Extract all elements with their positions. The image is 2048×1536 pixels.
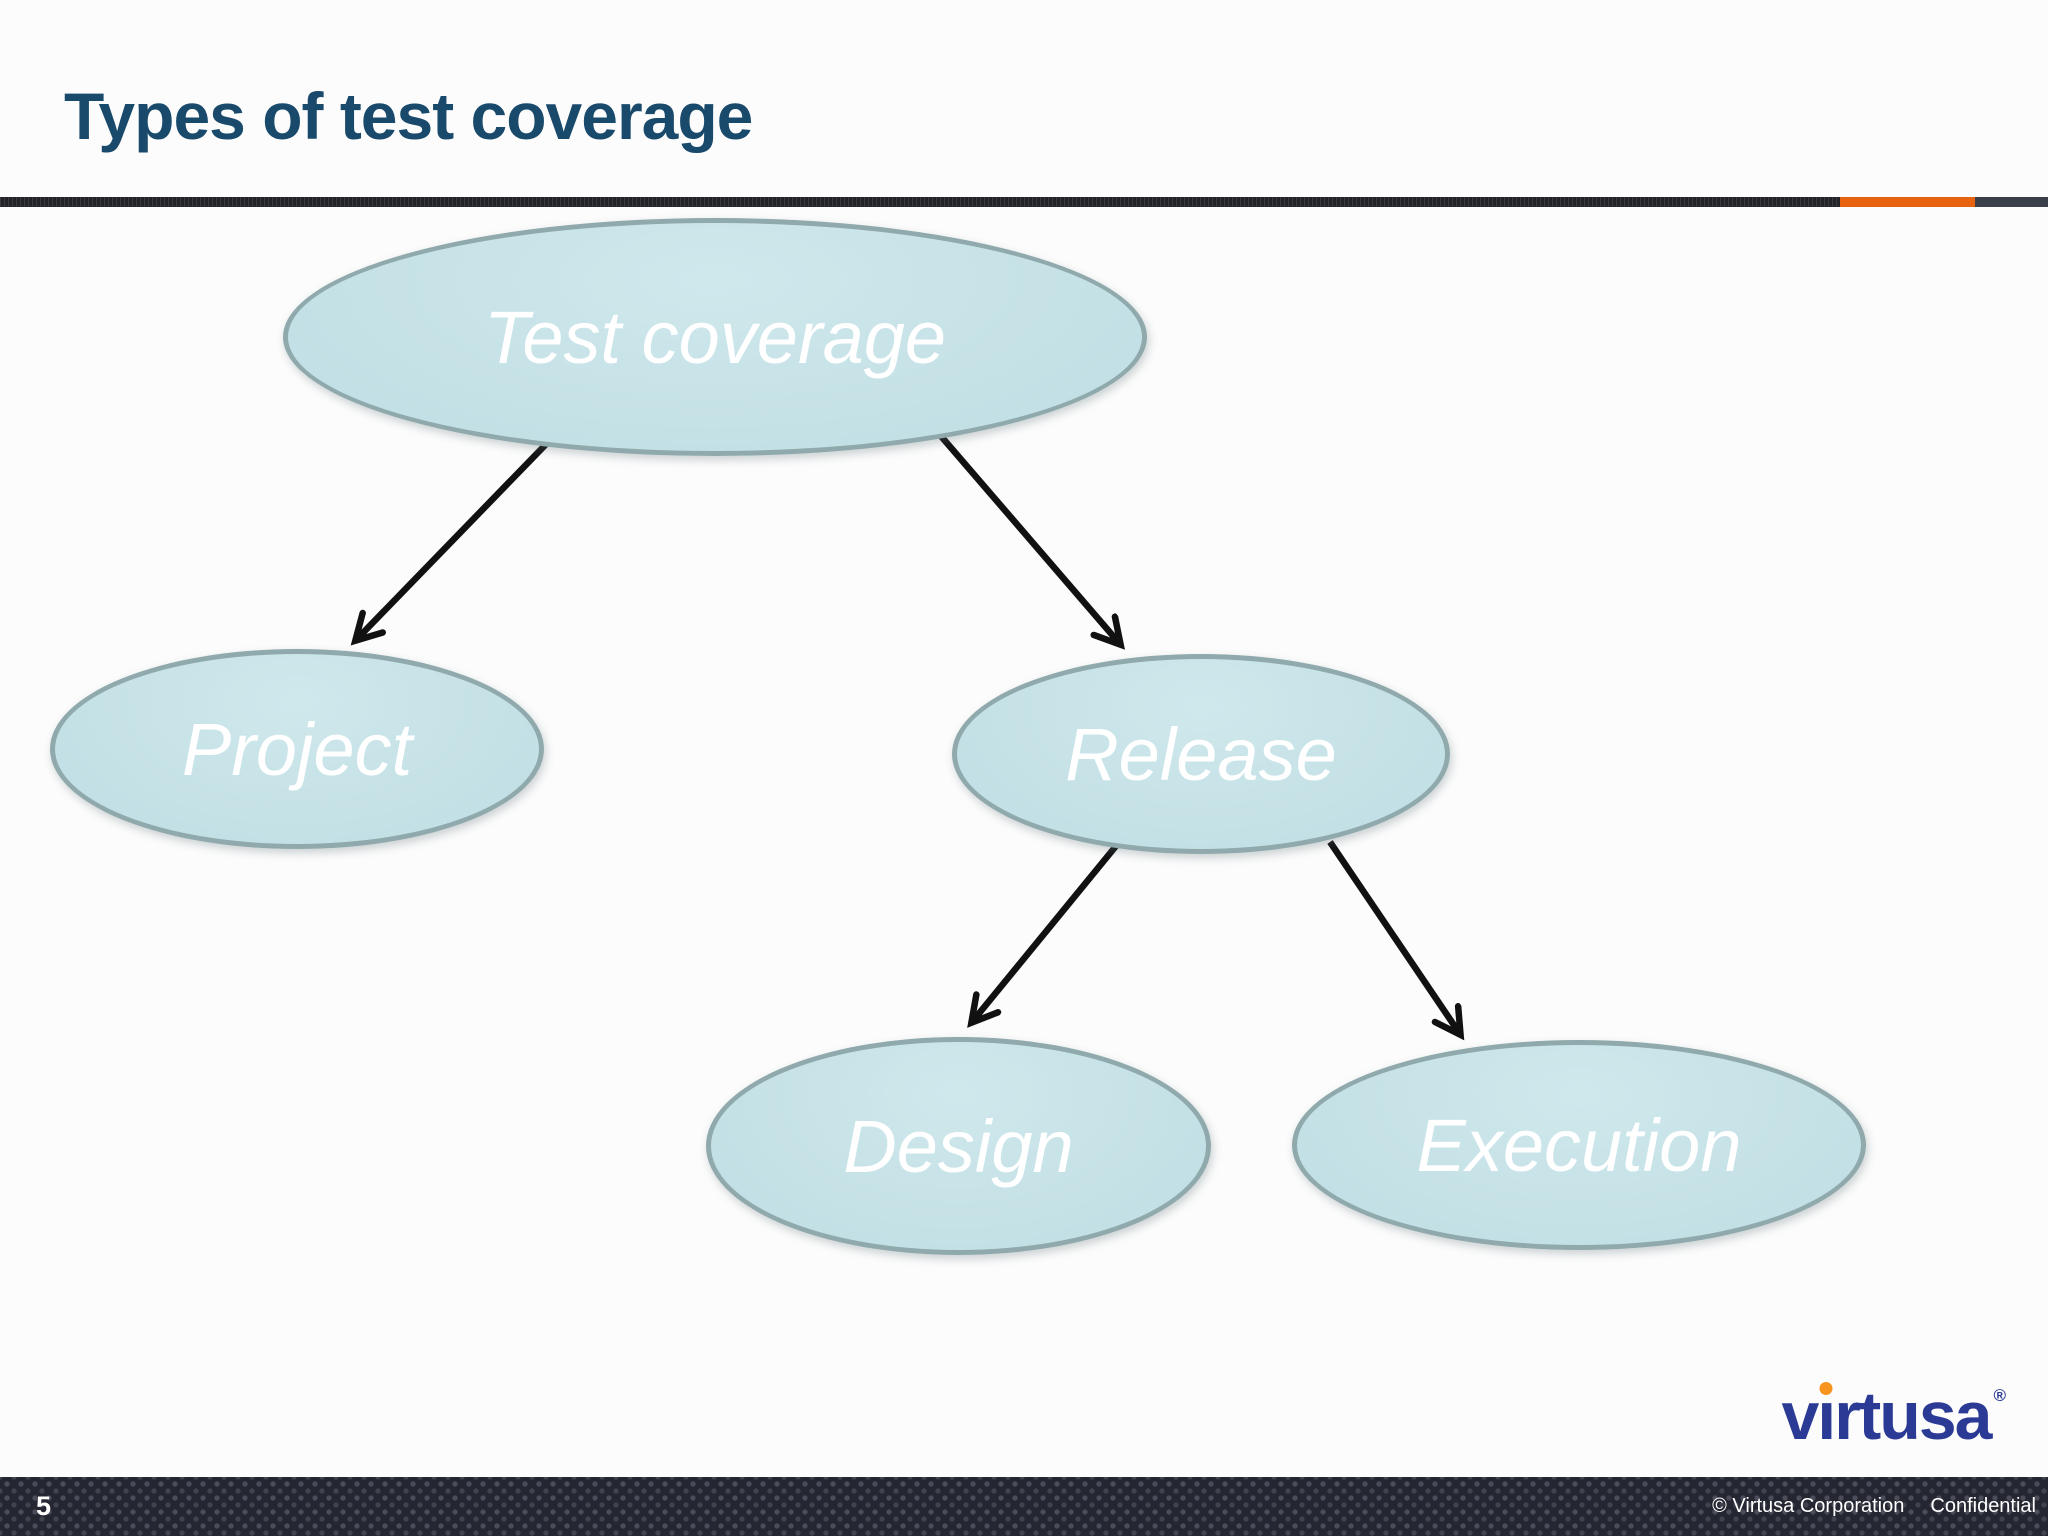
logo-letter-i: ı bbox=[1817, 1382, 1836, 1450]
page-number: 5 bbox=[36, 1491, 52, 1521]
footer-bar: 5 © Virtusa Corporation Confidential bbox=[0, 1477, 2048, 1536]
logo-text-post: rtusa bbox=[1834, 1378, 1992, 1454]
edge-test-coverage-to-release bbox=[937, 432, 1120, 644]
node-execution: Execution bbox=[1292, 1040, 1866, 1250]
edge-test-coverage-to-project bbox=[356, 434, 556, 640]
logo-i-dot bbox=[1819, 1382, 1833, 1395]
node-project-label: Project bbox=[181, 707, 413, 791]
node-project: Project bbox=[50, 649, 544, 849]
logo-i-stem: ı bbox=[1817, 1378, 1836, 1454]
node-design-label: Design bbox=[843, 1104, 1074, 1188]
node-release: Release bbox=[952, 654, 1450, 854]
node-release-label: Release bbox=[1065, 712, 1337, 796]
footer-confidential: Confidential bbox=[1930, 1495, 2036, 1517]
edge-release-to-design bbox=[972, 843, 1119, 1022]
title-divider-bar bbox=[0, 197, 2048, 207]
logo-text-pre: v bbox=[1781, 1378, 1819, 1454]
divider-orange-accent bbox=[1840, 197, 1975, 207]
node-execution-label: Execution bbox=[1416, 1103, 1742, 1187]
footer-right-text: © Virtusa Corporation Confidential bbox=[1712, 1495, 2036, 1518]
slide-title: Types of test coverage bbox=[64, 79, 753, 153]
footer-copyright: © Virtusa Corporation bbox=[1712, 1495, 1905, 1517]
node-design: Design bbox=[706, 1037, 1211, 1255]
node-test-coverage-label: Test coverage bbox=[483, 295, 947, 379]
node-test-coverage: Test coverage bbox=[283, 218, 1147, 456]
registered-trademark-symbol: ® bbox=[1993, 1386, 2006, 1405]
edge-release-to-execution bbox=[1327, 840, 1460, 1034]
divider-gray-segment bbox=[1975, 197, 2048, 207]
divider-dark-segment bbox=[0, 197, 1840, 207]
